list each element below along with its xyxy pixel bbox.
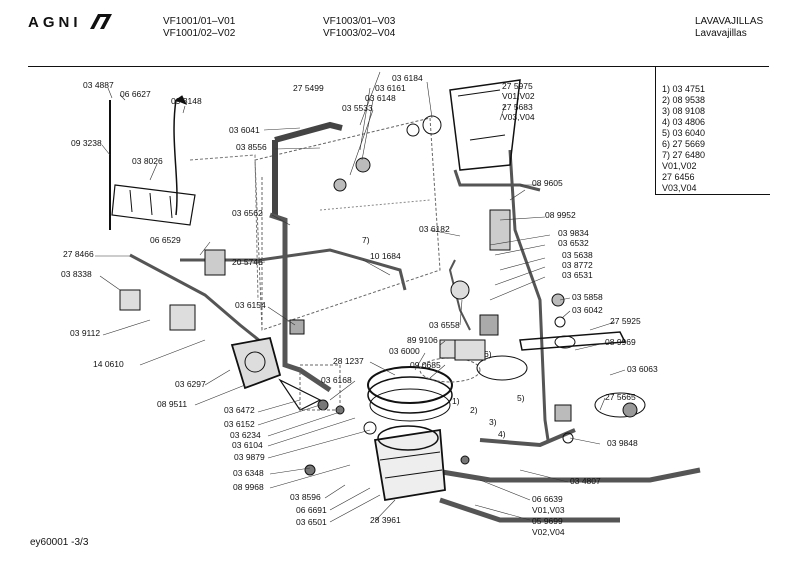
part-label: 03 5638	[562, 250, 593, 260]
part-label: 03 8556	[236, 142, 267, 152]
part-label: 28 3961	[370, 515, 401, 525]
part-label: 09 0685	[410, 360, 441, 370]
part-label: 03 8596	[290, 492, 321, 502]
page-footer: ey60001 -3/3	[30, 537, 89, 548]
legend-line: 1) 03 4751	[662, 84, 706, 94]
diagram-linework	[109, 79, 701, 523]
part-label: 03 6168	[321, 375, 352, 385]
part-label: 03 6000	[389, 346, 420, 356]
part-label: 27 5499	[293, 83, 324, 93]
header-rule	[28, 66, 769, 67]
leader-lines	[95, 71, 626, 523]
part-label: V01,V03	[532, 505, 565, 515]
part-label: 03 6562	[232, 208, 263, 218]
model-line-1: VF1001/01–V01	[163, 16, 236, 27]
part-label: 06 6529	[150, 235, 181, 245]
part-label: 03 9112	[70, 328, 100, 338]
part-label: 03 8772	[562, 260, 593, 270]
part-label: 10 1684	[370, 251, 401, 261]
part-label: 08 9605	[532, 178, 563, 188]
part-label: 03 6063	[627, 364, 658, 374]
part-label: 08 9952	[545, 210, 576, 220]
category-line-1: LAVAVAJILLAS	[695, 16, 764, 27]
model-line-2: VF1001/02–V02	[163, 28, 236, 39]
part-label: 09 3238	[71, 138, 102, 148]
part-label: 20 5746	[232, 257, 263, 267]
part-label: 03 6297	[175, 379, 206, 389]
part-label: 27 8466	[63, 249, 94, 259]
part-label: 03 6558	[429, 320, 460, 330]
part-label: 03 5858	[572, 292, 603, 302]
part-label: 03 6472	[224, 405, 255, 415]
part-label: 03 6348	[233, 468, 264, 478]
part-label: 03 6531	[562, 270, 593, 280]
part-label: 03 4807	[570, 476, 601, 486]
legend-line: 27 6456	[662, 172, 695, 182]
part-label: 03 8338	[61, 269, 92, 279]
part-label: 03 6042	[572, 305, 603, 315]
part-label: 06 6627	[120, 89, 151, 99]
legend-line: 4) 03 4806	[662, 117, 706, 127]
part-label: 03 6532	[558, 238, 589, 248]
part-label: 03 6152	[224, 419, 255, 429]
part-label: V03,V04	[502, 112, 535, 122]
part-label: 6)	[484, 349, 492, 359]
part-label: 03 6184	[392, 73, 423, 83]
part-label: V01,V02	[502, 91, 535, 101]
part-label: 03 8026	[132, 156, 163, 166]
part-label: 03 6041	[229, 125, 260, 135]
part-label: 03 6501	[296, 517, 327, 527]
part-label: 03 9879	[234, 452, 265, 462]
brand-logo-icon	[90, 14, 112, 29]
part-label: 1)	[452, 396, 460, 406]
part-label: 03 6234	[230, 430, 261, 440]
part-label: V02,V04	[532, 527, 565, 537]
part-labels: 03 4887 06 6627 09 3148 27 5499 03 6184 …	[61, 73, 658, 537]
legend-line: 5) 03 6040	[662, 128, 706, 138]
part-label: 03 4887	[83, 80, 114, 90]
part-label: 08 9969	[605, 337, 636, 347]
part-label: 03 6161	[375, 83, 406, 93]
model-line-3: VF1003/01–V03	[323, 16, 396, 27]
legend-line: 2) 08 9538	[662, 95, 706, 105]
part-label: 7)	[362, 235, 370, 245]
part-label: 05 9699	[532, 516, 563, 526]
part-label: 3)	[489, 417, 497, 427]
legend-line: V03,V04	[662, 183, 697, 193]
part-label: 5)	[517, 393, 525, 403]
legend-line: 6) 27 5669	[662, 139, 706, 149]
legend-line: 7) 27 6480	[662, 150, 706, 160]
part-label: 08 9511	[157, 399, 187, 409]
part-label: 27 5665	[605, 392, 636, 402]
part-label: 03 6148	[365, 93, 396, 103]
part-label: 28 1237	[333, 356, 364, 366]
brand-logo-text: AGNI	[28, 14, 82, 31]
part-label: 27 5683	[502, 102, 533, 112]
legend-line: 3) 08 9108	[662, 106, 706, 116]
legend-line: V01,V02	[662, 161, 697, 171]
part-label: 03 5533	[342, 103, 373, 113]
part-label: 03 9834	[558, 228, 589, 238]
part-label: 4)	[498, 429, 506, 439]
model-line-4: VF1003/02–V04	[323, 28, 396, 39]
category-line-2: Lavavajillas	[695, 28, 747, 39]
part-label: 14 0610	[93, 359, 124, 369]
part-label: 27 5925	[610, 316, 641, 326]
part-label: 03 6154	[235, 300, 266, 310]
part-label: 03 9848	[607, 438, 638, 448]
part-label: 2)	[470, 405, 478, 415]
part-legend: 1) 03 4751 2) 08 9538 3) 08 9108 4) 03 4…	[655, 66, 770, 195]
part-label: 09 3148	[171, 96, 202, 106]
part-label: 08 9968	[233, 482, 264, 492]
part-label: 89 9106	[407, 335, 438, 345]
part-label: 03 6104	[232, 440, 263, 450]
part-label: 06 6691	[296, 505, 327, 515]
part-label: 06 6639	[532, 494, 563, 504]
part-label: 03 6182	[419, 224, 450, 234]
part-label: 27 5975	[502, 81, 533, 91]
